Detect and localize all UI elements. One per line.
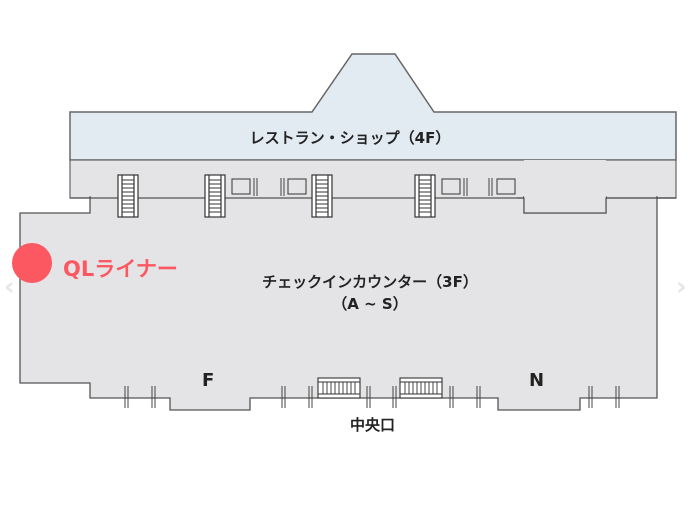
restaurant-shop-label: レストラン・ショップ（4F） — [249, 129, 451, 147]
elevator-icon — [231, 178, 516, 195]
escalator-icon — [317, 377, 443, 399]
next-slide-chevron-icon[interactable]: › — [676, 272, 687, 302]
escalator-icon — [117, 174, 436, 218]
door-icon — [253, 178, 493, 196]
ql-liner-label[interactable]: QLライナー — [63, 257, 178, 281]
central-entrance-label: 中央口 — [350, 416, 396, 434]
gate-f-label: F — [202, 370, 215, 391]
ql-liner-marker[interactable] — [12, 243, 52, 283]
checkin-counter-title: チェックインカウンター（3F） — [262, 273, 478, 291]
checkin-counter-label: チェックインカウンター（3F） （A ~ S） — [190, 271, 550, 315]
checkin-counter-range: （A ~ S） — [332, 295, 408, 313]
prev-slide-chevron-icon[interactable]: ‹ — [4, 272, 15, 302]
gate-n-label: N — [529, 370, 545, 391]
door-icon — [124, 386, 620, 408]
